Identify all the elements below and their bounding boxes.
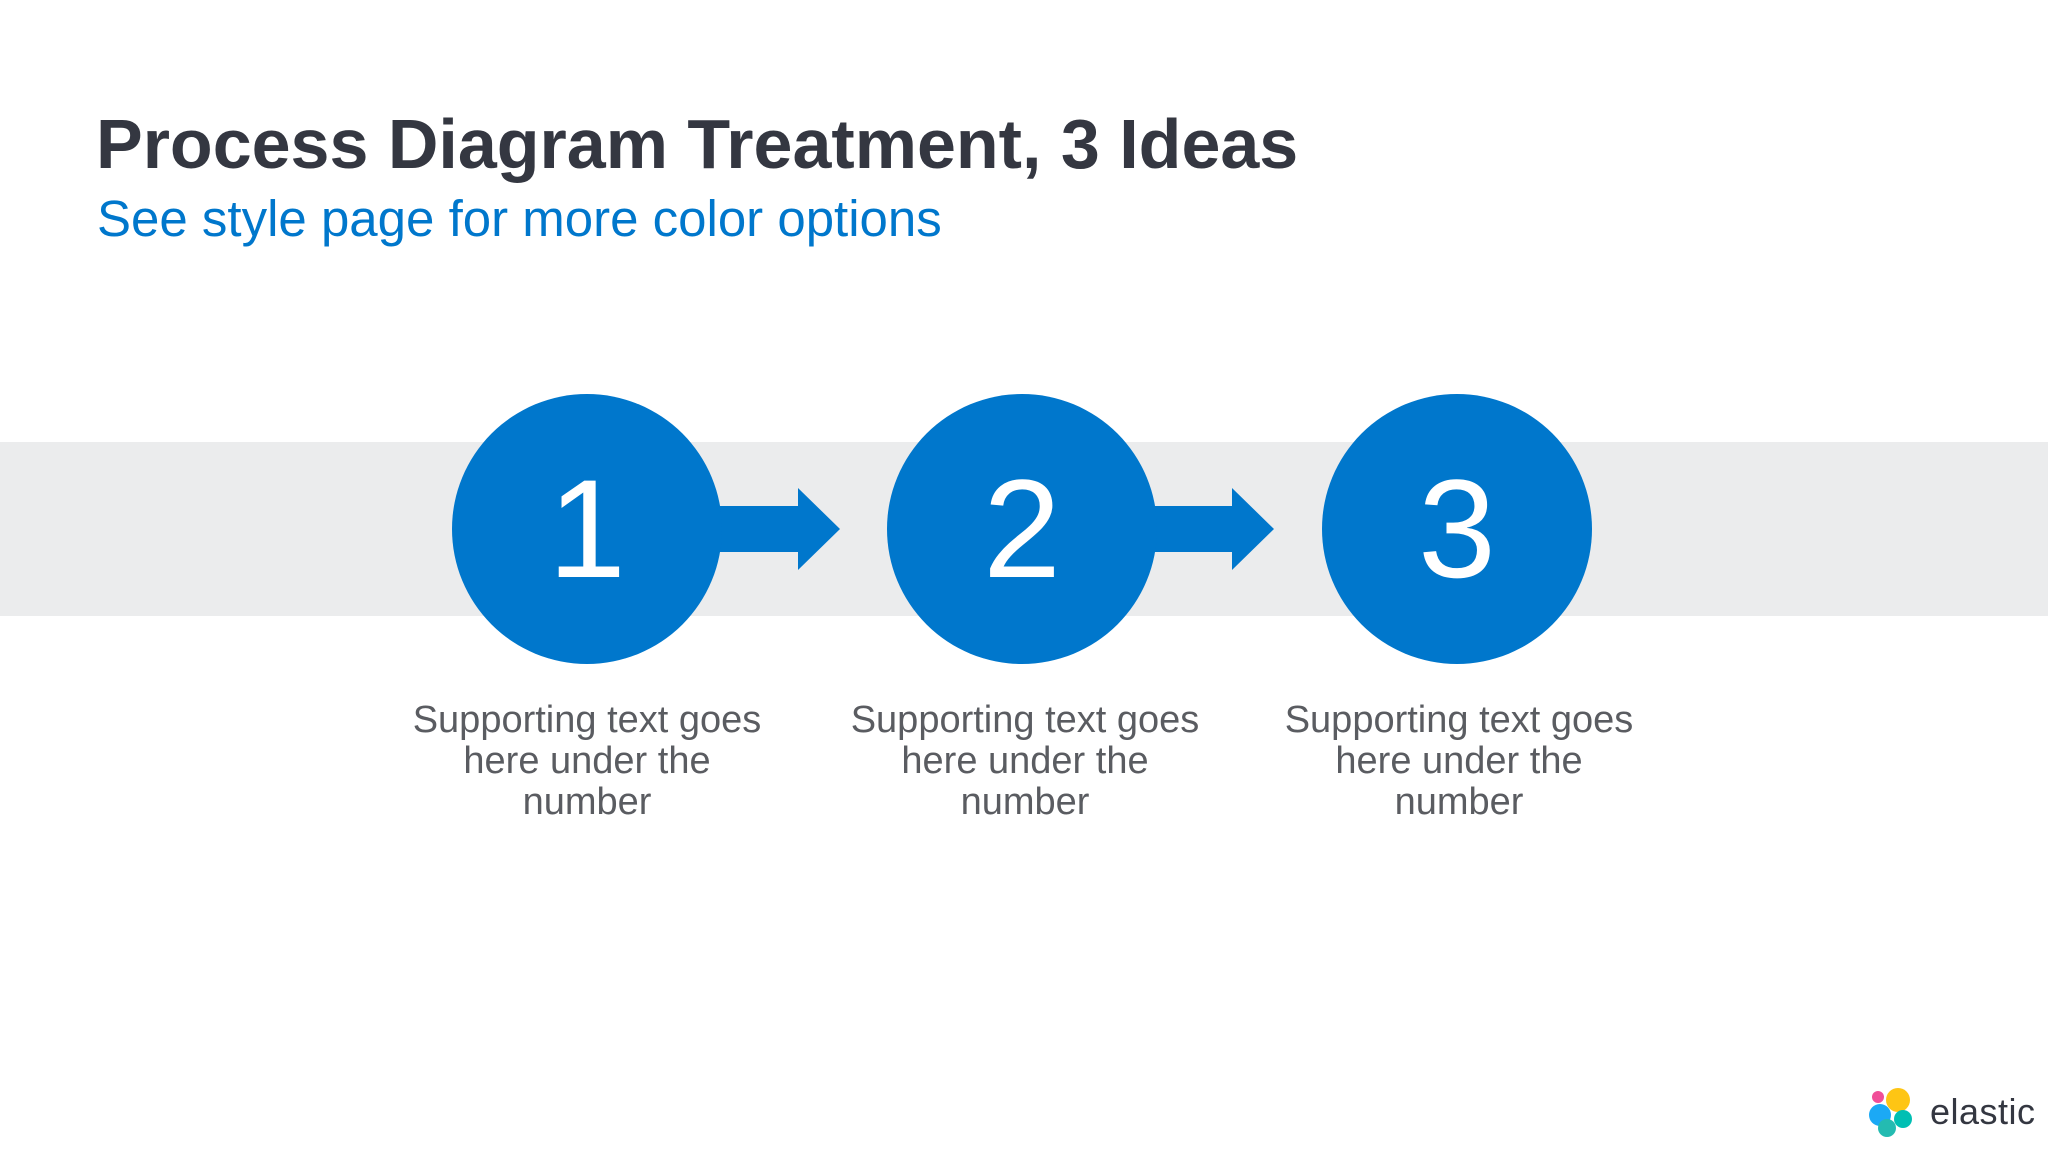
step-1-number: 1 [548, 450, 626, 607]
elastic-logo-icon [1869, 1088, 1912, 1137]
arrow-1-to-2 [715, 488, 840, 570]
slide-subtitle: See style page for more color options [97, 190, 942, 247]
step-1-text: Supporting text goes here under the numb… [412, 699, 762, 823]
elastic-logo: elastic [1866, 1084, 2036, 1140]
slide-title: Process Diagram Treatment, 3 Ideas [96, 105, 1299, 183]
arrow-2-to-3 [1150, 488, 1274, 570]
step-2-number: 2 [983, 450, 1061, 607]
step-1-circle: 1 [452, 394, 722, 664]
step-3-number: 3 [1418, 450, 1496, 607]
step-2-circle: 2 [887, 394, 1157, 664]
step-2-text: Supporting text goes here under the numb… [850, 699, 1200, 823]
step-3-circle: 3 [1322, 394, 1592, 664]
elastic-logo-text: elastic [1930, 1091, 2036, 1132]
step-3-text: Supporting text goes here under the numb… [1284, 699, 1634, 823]
